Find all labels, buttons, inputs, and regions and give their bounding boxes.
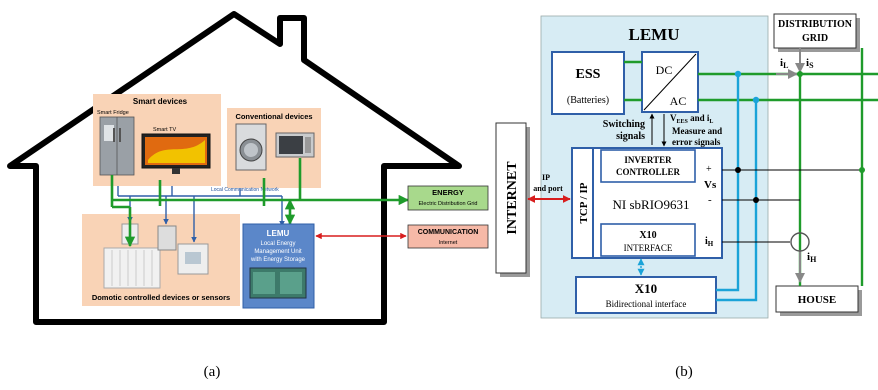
il-label: iL: [780, 57, 788, 70]
house-label: HOUSE: [798, 294, 837, 306]
ih-right-label: iH: [807, 251, 817, 264]
smart-devices-title: Smart devices: [133, 97, 188, 106]
conventional-devices-title: Conventional devices: [235, 112, 312, 121]
smart-fridge-label: Smart Fridge: [97, 110, 129, 116]
lemu-box-line1: Local Energy: [260, 241, 295, 247]
lemu-title: LEMU: [629, 25, 680, 44]
local-network-label: Local Communication Network: [211, 187, 279, 193]
lemu-box-line3: with Energy Storage: [250, 257, 306, 263]
x10-bidir-title: X10: [635, 281, 657, 296]
x10-interface-title: X10: [639, 230, 656, 241]
ip-label-line2: and port: [533, 184, 563, 193]
lemu-box-title: LEMU: [267, 229, 290, 238]
microwave-icon: [275, 132, 315, 158]
internet-label: INTERNET: [505, 161, 520, 235]
junction-dot: [797, 71, 803, 77]
vs-right-node: [859, 167, 865, 173]
distribution-line1: DISTRIBUTION: [778, 19, 853, 30]
x10-interface-block: [600, 223, 696, 257]
energy-lines: [110, 158, 410, 248]
communication-box-subtitle: Internet: [439, 240, 458, 246]
dc-label: DC: [656, 63, 673, 77]
distribution-line2: GRID: [802, 33, 828, 44]
smart-fridge-icon: [99, 116, 135, 176]
panel-b: LEMU ESS (Batteries) DC AC Switching sig…: [495, 13, 878, 380]
measure-line1: VEES and iL: [670, 113, 713, 125]
inverter-line2: CONTROLLER: [616, 167, 681, 177]
panel-a: Smart devices Smart Fridge Smart TV Conv…: [7, 11, 489, 380]
measure-line2: Measure and: [672, 126, 722, 136]
current-sensor-icon: [790, 232, 810, 252]
distribution-grid-box: [773, 13, 857, 49]
caption-a: (a): [204, 364, 221, 380]
smart-tv-label: Smart TV: [153, 127, 176, 133]
tcp-ip-label: TCP / IP: [578, 182, 590, 223]
vs-label: Vs: [704, 179, 717, 191]
ac-label: AC: [670, 94, 687, 108]
energy-box-title: ENERGY: [432, 188, 464, 197]
signal-node-2: [752, 96, 760, 104]
caption-b: (b): [675, 364, 693, 380]
x10-interface-subtitle: INTERFACE: [624, 243, 673, 253]
switching-line2: signals: [616, 131, 645, 142]
inverter-controller-block: [600, 149, 696, 183]
controller-icon: [157, 225, 177, 251]
radiator-icon: [103, 247, 161, 289]
ess-box: [551, 51, 625, 115]
washing-machine-icon: [235, 123, 267, 171]
smart-tv-icon: [141, 133, 211, 174]
ess-power-lines: [624, 60, 642, 102]
switching-line1: Switching: [603, 119, 645, 130]
vs-node-plus: [735, 167, 741, 173]
communication-box-title: COMMUNICATION: [418, 229, 479, 236]
ess-subtitle: (Batteries): [567, 95, 609, 106]
ess-title: ESS: [576, 67, 601, 82]
vs-minus: -: [708, 194, 712, 206]
communication-box: [407, 224, 489, 249]
inverter-line1: INVERTER: [624, 155, 672, 165]
ip-label-line1: IP: [542, 173, 550, 182]
measurement-lines: [722, 169, 862, 243]
is-label: iS: [806, 57, 814, 70]
signal-lines: [716, 74, 758, 302]
measure-line3: error signals: [672, 137, 721, 147]
x10-bidirectional-block: [575, 276, 717, 314]
house-box: [775, 285, 859, 313]
signal-node-1: [734, 70, 742, 78]
domotic-devices-title: Domotic controlled devices or sensors: [92, 293, 230, 302]
energy-box-subtitle: Electric Distribution Grid: [419, 201, 478, 207]
lemu-box-line2: Management Unit: [254, 249, 302, 255]
energy-box: [407, 185, 489, 211]
sbrio-label: NI sbRIO9631: [613, 197, 690, 212]
tcp-ip-block: [571, 147, 594, 259]
ih-left-label: iH: [705, 236, 714, 248]
thermostat-icon: [177, 243, 209, 275]
internet-block: [495, 122, 527, 274]
vs-node-minus: [753, 197, 759, 203]
battery-pack-icon: [249, 267, 307, 299]
x10-bidir-subtitle: Bidirectional interface: [606, 299, 687, 309]
vs-plus: +: [706, 164, 712, 175]
